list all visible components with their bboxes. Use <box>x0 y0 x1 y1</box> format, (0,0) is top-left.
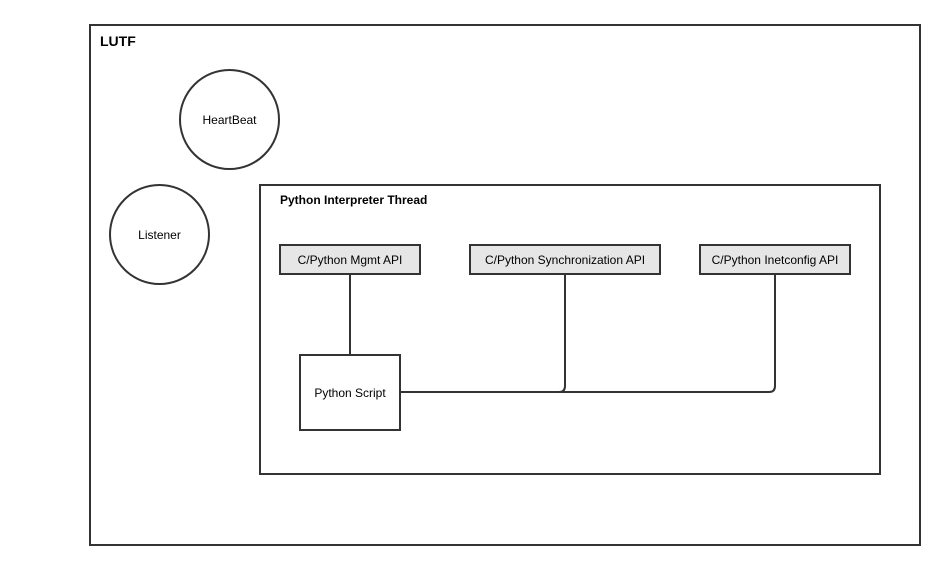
python-interpreter-thread-title: Python Interpreter Thread <box>280 193 428 207</box>
api-box-inetconfig: C/Python Inetconfig API <box>699 244 851 275</box>
python-script-label: Python Script <box>314 385 386 400</box>
python-script-box: Python Script <box>299 354 401 431</box>
heartbeat-node: HeartBeat <box>179 69 280 170</box>
lutf-title: LUTF <box>100 33 136 49</box>
heartbeat-label: HeartBeat <box>202 112 257 127</box>
api-label-synchronization: C/Python Synchronization API <box>484 252 646 267</box>
listener-label: Listener <box>138 227 181 242</box>
api-label-mgmt: C/Python Mgmt API <box>297 252 403 267</box>
listener-node: Listener <box>109 184 210 285</box>
api-box-synchronization: C/Python Synchronization API <box>469 244 661 275</box>
api-label-inetconfig: C/Python Inetconfig API <box>711 252 839 267</box>
python-interpreter-thread-container <box>259 184 881 475</box>
api-box-mgmt: C/Python Mgmt API <box>279 244 421 275</box>
